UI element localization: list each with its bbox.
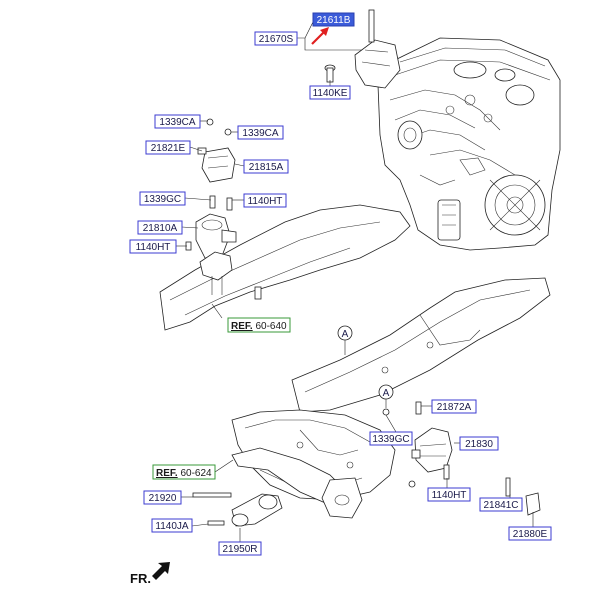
callout-1339gc-upper[interactable]: 1339GC — [139, 191, 186, 206]
svg-text:21830: 21830 — [465, 439, 493, 450]
callout-1140ja[interactable]: 1140JA — [151, 518, 193, 533]
svg-text:21815A: 21815A — [249, 162, 284, 173]
callout-21815a[interactable]: 21815A — [243, 159, 289, 174]
marker-a-lower: A — [378, 384, 394, 408]
ref-60-640[interactable]: REF. 60-640 — [227, 317, 291, 333]
svg-text:A: A — [342, 329, 349, 340]
red-pointer-arrow-icon — [311, 27, 329, 45]
svg-text:REF. 60-624: REF. 60-624 — [156, 468, 212, 479]
front-label: FR. — [130, 571, 151, 586]
callout-1140ke[interactable]: 1140KE — [309, 85, 351, 100]
crossmember-part — [291, 277, 551, 413]
svg-text:1339CA: 1339CA — [159, 117, 195, 128]
svg-text:21950R: 21950R — [222, 544, 257, 555]
callout-21810a[interactable]: 21810A — [137, 220, 183, 235]
callout-21880e[interactable]: 21880E — [508, 526, 552, 541]
svg-text:21841C: 21841C — [483, 500, 518, 511]
svg-text:1140HT: 1140HT — [136, 242, 171, 253]
callout-21611b[interactable]: 21611B — [312, 12, 355, 27]
callout-1339ca-right[interactable]: 1339CA — [237, 125, 284, 140]
svg-text:1140KE: 1140KE — [313, 88, 348, 99]
callout-21950r[interactable]: 21950R — [218, 541, 262, 556]
lower-subframe-part — [231, 409, 396, 519]
roll-rod-part — [192, 492, 283, 527]
svg-text:21810A: 21810A — [143, 223, 178, 234]
svg-text:21880E: 21880E — [513, 529, 548, 540]
front-subframe-part — [159, 204, 411, 331]
callout-21841c[interactable]: 21841C — [479, 497, 523, 512]
svg-text:REF. 60-640: REF. 60-640 — [231, 321, 287, 332]
callout-21830[interactable]: 21830 — [459, 436, 499, 451]
left-mount-assembly — [185, 118, 237, 259]
callout-1140ht-left[interactable]: 1140HT — [129, 239, 177, 254]
callout-21670s[interactable]: 21670S — [254, 31, 298, 46]
callout-1339gc-lower[interactable]: 1339GC — [369, 431, 413, 446]
front-arrow-icon — [152, 562, 170, 580]
svg-text:21821E: 21821E — [151, 143, 186, 154]
callout-1140ht-upper[interactable]: 1140HT — [243, 193, 287, 208]
callout-21920[interactable]: 21920 — [143, 490, 182, 505]
callout-1339ca-left[interactable]: 1339CA — [154, 114, 201, 129]
svg-text:1339CA: 1339CA — [242, 128, 278, 139]
engine-illustration — [377, 37, 561, 251]
callout-1140ht-lower[interactable]: 1140HT — [427, 487, 471, 502]
svg-text:21670S: 21670S — [259, 34, 294, 45]
svg-text:21920: 21920 — [149, 493, 177, 504]
svg-text:A: A — [383, 388, 390, 399]
callout-21872a[interactable]: 21872A — [431, 399, 477, 414]
leader-lines — [176, 21, 534, 542]
svg-text:1140JA: 1140JA — [155, 521, 189, 532]
marker-a-upper: A — [337, 325, 353, 355]
callout-21821e[interactable]: 21821E — [145, 140, 191, 155]
svg-text:21872A: 21872A — [437, 402, 472, 413]
svg-text:1339GC: 1339GC — [372, 434, 409, 445]
svg-text:1140HT: 1140HT — [432, 490, 467, 501]
front-direction-indicator: FR. — [130, 562, 170, 586]
upper-bracket-part — [324, 9, 401, 89]
right-mount-part — [382, 401, 541, 516]
ref-60-624[interactable]: REF. 60-624 — [152, 464, 216, 480]
svg-text:21611B: 21611B — [317, 15, 351, 26]
svg-text:1140HT: 1140HT — [248, 196, 283, 207]
svg-text:1339GC: 1339GC — [144, 194, 181, 205]
